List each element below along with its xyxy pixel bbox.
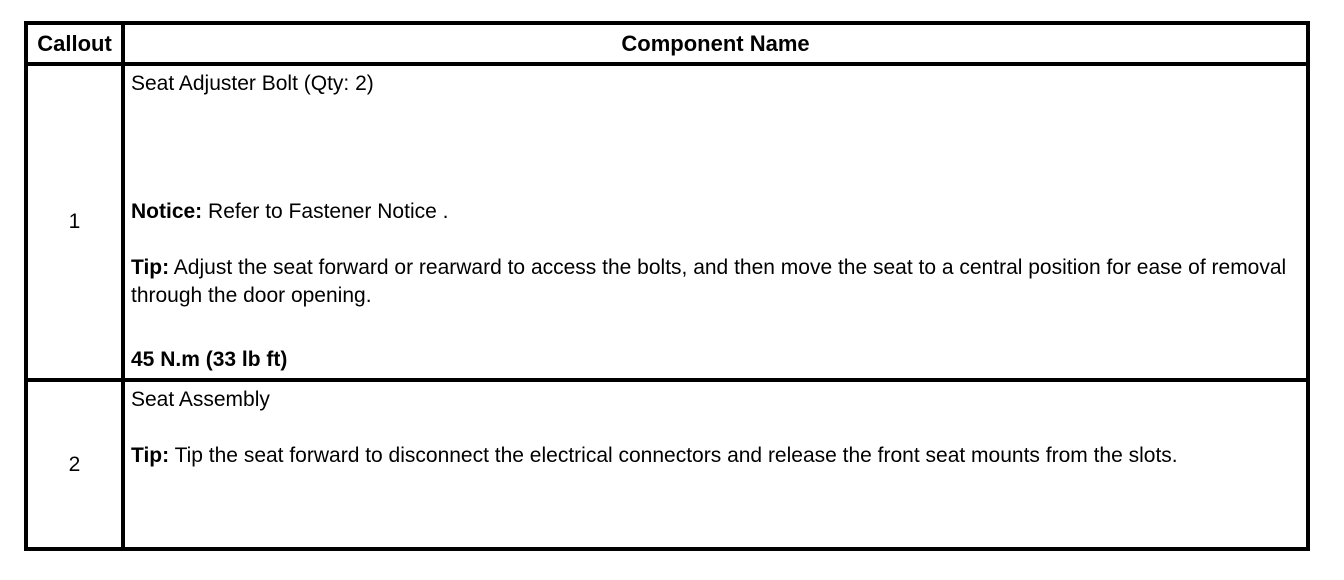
table-row: 2 Seat Assembly Tip: Tip the seat forwar… <box>24 378 1310 551</box>
tip-label: Tip: <box>131 444 170 467</box>
table-row: 1 Seat Adjuster Bolt (Qty: 2) Notice: Re… <box>24 62 1310 382</box>
callout-number-2: 2 <box>24 378 125 551</box>
component-table: Callout Component Name 1 Seat Adjuster B… <box>24 21 1310 551</box>
notice-text: Refer to Fastener Notice . <box>202 200 449 223</box>
callout-number-1: 1 <box>24 62 125 382</box>
notice-paragraph: Notice: Refer to Fastener Notice . <box>131 198 1298 226</box>
callout-column-header: Callout <box>24 21 125 66</box>
notice-label: Notice: <box>131 200 203 223</box>
tip-text: Adjust the seat forward or rearward to a… <box>131 256 1287 307</box>
tip-text: Tip the seat forward to disconnect the e… <box>169 444 1178 467</box>
component-name-column-header: Component Name <box>121 21 1310 66</box>
torque-spec: 45 N.m (33 lb ft) <box>131 348 288 371</box>
component-cell-1: Seat Adjuster Bolt (Qty: 2) Notice: Refe… <box>121 62 1310 382</box>
header-row: Callout Component Name <box>24 21 1310 66</box>
component-cell-2: Seat Assembly Tip: Tip the seat forward … <box>121 378 1310 551</box>
tip-label: Tip: <box>131 256 170 279</box>
tip-paragraph: Tip: Adjust the seat forward or rearward… <box>131 254 1298 310</box>
component-title: Seat Adjuster Bolt (Qty: 2) <box>131 72 374 95</box>
component-title: Seat Assembly <box>131 388 270 411</box>
tip-paragraph: Tip: Tip the seat forward to disconnect … <box>131 442 1298 470</box>
